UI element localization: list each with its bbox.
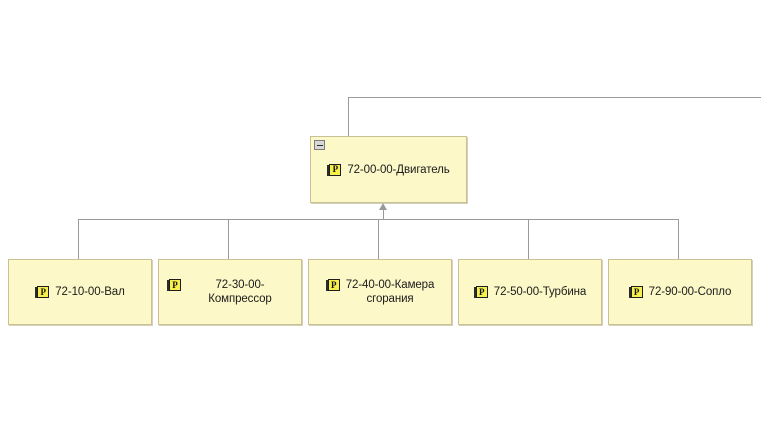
connector-drop-72-90-00 [678,219,679,260]
connector-drop-72-30-00 [228,219,229,260]
node-72-10-00[interactable]: P 72-10-00-Вал [8,259,152,325]
part-p-icon-letter: P [630,286,643,298]
part-p-icon: P [628,286,644,299]
node-72-30-00[interactable]: P 72-30-00-Компрессор [158,259,302,325]
node-72-40-00[interactable]: P 72-40-00-Камера сгорания [308,259,452,325]
connector-root-down-stem [383,209,384,220]
part-p-icon-letter: P [475,286,488,298]
part-p-icon: P [473,286,489,299]
part-p-icon: P [327,163,342,177]
node-label: 72-40-00-Камера сгорания [345,279,435,305]
node-72-50-00[interactable]: P 72-50-00-Турбина [458,259,602,325]
node-72-90-00[interactable]: P 72-90-00-Сопло [608,259,752,325]
connector-root-up-stem [348,97,349,136]
node-label: 72-50-00-Турбина [493,286,587,298]
node-content: P 72-50-00-Турбина [459,285,601,299]
part-p-icon-letter: P [37,286,50,298]
part-p-icon-letter: P [169,279,181,291]
connector-arrowhead-to-root [379,203,387,210]
part-p-icon: P [35,286,50,299]
connector-root-up-bus [348,97,761,98]
node-content: P 72-10-00-Вал [9,285,151,299]
node-label: 72-00-00-Двигатель [347,163,450,176]
part-p-icon: P [325,279,341,292]
connector-drop-72-40-00 [378,219,379,260]
node-content: P 72-90-00-Сопло [609,285,751,299]
minus-glyph [316,144,323,146]
part-p-icon: P [167,279,182,292]
node-label: 72-10-00-Вал [55,286,125,298]
node-label: 72-30-00-Компрессор [208,279,272,305]
collapse-minus-icon[interactable] [314,140,325,150]
connector-drop-72-50-00 [528,219,529,260]
part-p-icon-letter: P [329,163,342,176]
part-p-icon-letter: P [327,279,340,291]
node-72-00-00[interactable]: P 72-00-00-Двигатель [310,136,467,203]
node-content: P 72-00-00-Двигатель [311,163,466,177]
node-content: P 72-30-00-Компрессор [159,278,301,306]
node-label: 72-90-00-Сопло [648,286,732,298]
node-content: P 72-40-00-Камера сгорания [309,278,451,306]
connector-drop-72-10-00 [78,219,79,260]
